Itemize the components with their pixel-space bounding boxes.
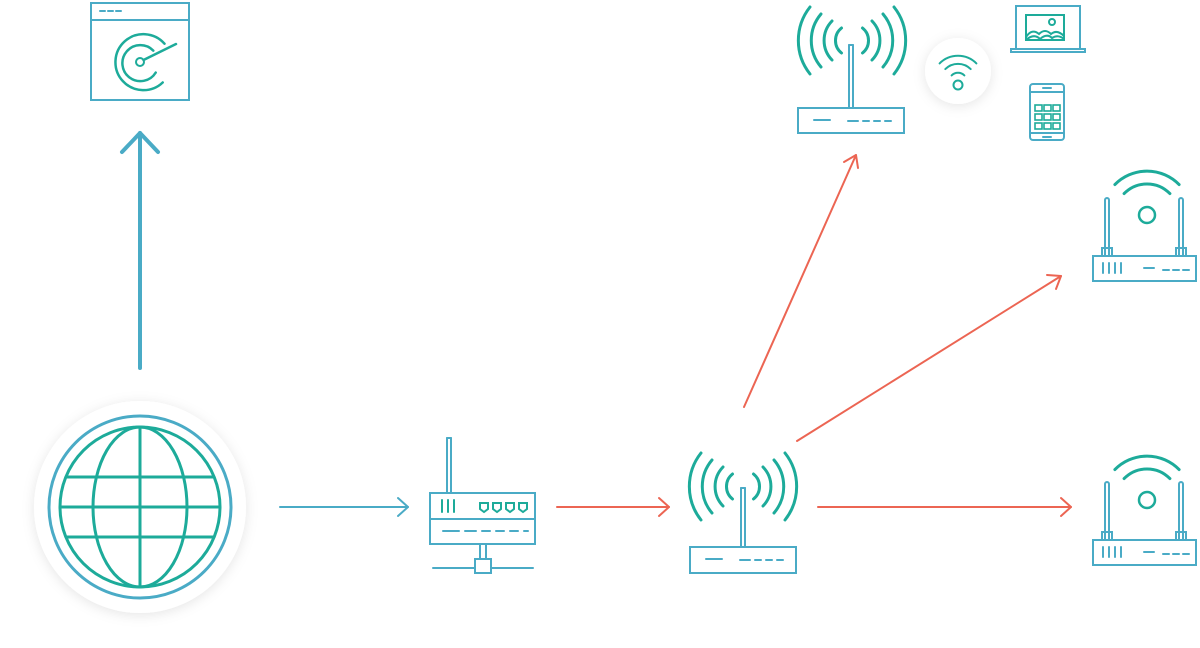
speedometer-gauge-icon	[114, 32, 178, 92]
main-wireless-router-icon	[687, 451, 799, 574]
edge-internet-to-speedtest	[120, 131, 160, 370]
wifi-icon	[925, 38, 991, 104]
edge-main-router-to-mesh-upper	[796, 274, 1062, 442]
top-wireless-router-icon	[796, 5, 908, 134]
laptop-icon	[1010, 5, 1086, 53]
edge-main-router-to-mesh-lower	[817, 497, 1072, 517]
globe-icon	[34, 401, 246, 613]
mesh-router-lower-icon	[1092, 454, 1197, 566]
mesh-router-upper-icon	[1092, 169, 1197, 282]
edge-modem-to-main-router	[556, 497, 670, 517]
speed-test-browser-icon	[90, 2, 190, 101]
edge-internet-to-modem	[279, 497, 409, 517]
smartphone-icon	[1029, 83, 1065, 141]
edge-main-router-to-top-router	[743, 154, 859, 408]
modem-router-icon	[429, 437, 536, 574]
edges	[120, 131, 1072, 517]
